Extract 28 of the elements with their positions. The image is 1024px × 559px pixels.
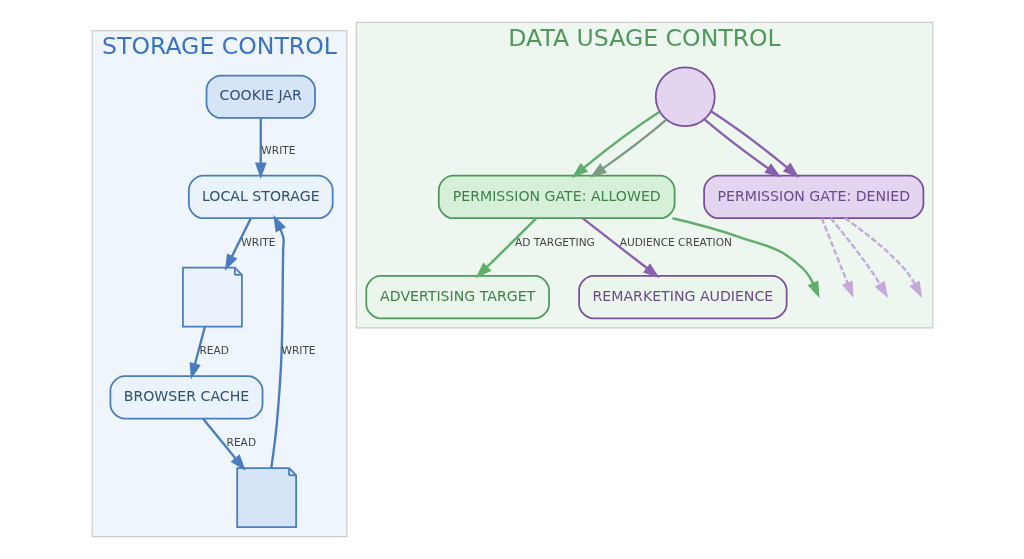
edge-label: READ [198,344,229,358]
node-box: LOCAL STORAGE [187,174,334,220]
arrow [475,217,537,279]
arrow [189,326,206,380]
arrow [224,217,252,271]
arrow [201,418,246,471]
arrow [709,110,799,178]
edge-label: AD TARGETING [514,235,595,249]
edge-label: WRITE [240,235,275,249]
node-box: PERMISSION GATE: ALLOWED [437,174,675,220]
node-box: COOKIE JAR [205,74,316,119]
node-box: ADVERTISING TARGET [364,275,550,320]
edge-label: READ [226,435,256,449]
node-box: REMARKETING AUDIENCE [577,275,788,320]
edge-label: AUDIENCE CREATION [619,235,732,249]
node-person [654,66,716,128]
arrow [703,118,781,178]
arrow [820,218,853,299]
arrow [571,110,660,178]
arrow [589,118,667,178]
node-box: BROWSER CACHE [109,375,263,420]
node-box: PERMISSION GATE: DENIED [702,174,924,220]
arrow [843,217,922,298]
arrow [269,215,286,469]
arrow [829,217,888,298]
arrow [671,217,819,299]
arrow [581,217,660,278]
arrow [254,118,267,180]
